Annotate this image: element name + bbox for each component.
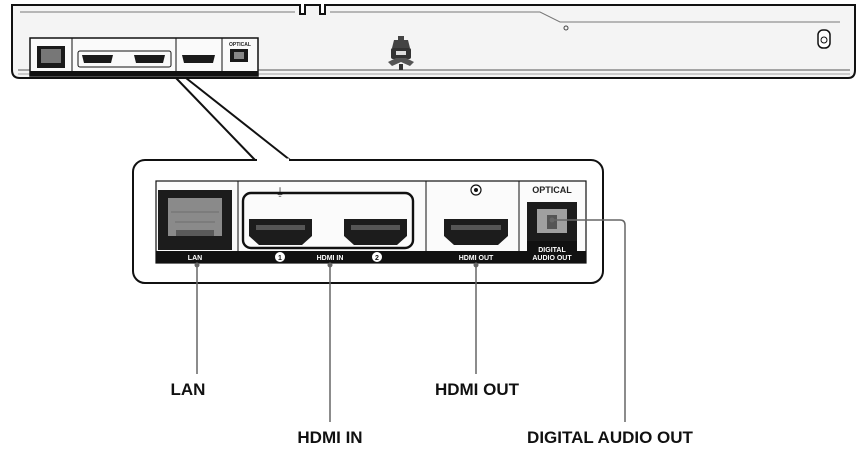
digital-audio-leader (552, 219, 626, 422)
hdmi-out-port (444, 219, 508, 245)
digital-panel-label-line2: AUDIO OUT (532, 255, 572, 262)
leader-lines (194, 217, 626, 422)
digital-panel-label-line1: DIGITAL (538, 247, 566, 254)
port-number-2-text: 2 (375, 255, 379, 262)
hdmi-in-1-port (249, 219, 312, 245)
hdmi-in-2-port (344, 219, 407, 245)
device-port-bay: OPTICAL (29, 37, 259, 77)
security-robot-icon (388, 36, 414, 70)
port-number-1: 1 (275, 252, 285, 262)
hdmi-out-mini (182, 55, 215, 63)
hdmi-in-2-mini (134, 55, 165, 63)
lan-port (158, 190, 232, 250)
port-number-2: 2 (372, 252, 382, 262)
hdmi-in-1-mini (82, 55, 113, 63)
screw-icon (563, 25, 569, 31)
zoom-connector (175, 77, 291, 161)
zoomed-port-panel: ⏚ OPTICAL LAN 1 HDMI IN (132, 158, 604, 284)
optical-port-group: OPTICAL (527, 185, 577, 263)
optical-label: OPTICAL (532, 185, 572, 195)
hdmi-in-group: ⏚ (241, 186, 415, 250)
lock-slot-icon (817, 29, 831, 49)
optical-mini-label: OPTICAL (229, 42, 251, 48)
port-number-1-text: 1 (278, 255, 282, 262)
device-rear-view: OPTICAL (11, 4, 856, 79)
hdmi-in-panel-label: HDMI IN (317, 255, 344, 262)
hdmi-out-port-group (444, 184, 508, 245)
hdmi-in-callout: HDMI IN (297, 428, 362, 447)
digital-audio-out-callout: DIGITAL AUDIO OUT (527, 428, 694, 447)
lan-panel-label: LAN (188, 255, 202, 262)
hdmi-out-panel-label: HDMI OUT (459, 255, 494, 262)
hdmi-out-callout: HDMI OUT (435, 380, 520, 399)
lan-callout: LAN (171, 380, 206, 399)
